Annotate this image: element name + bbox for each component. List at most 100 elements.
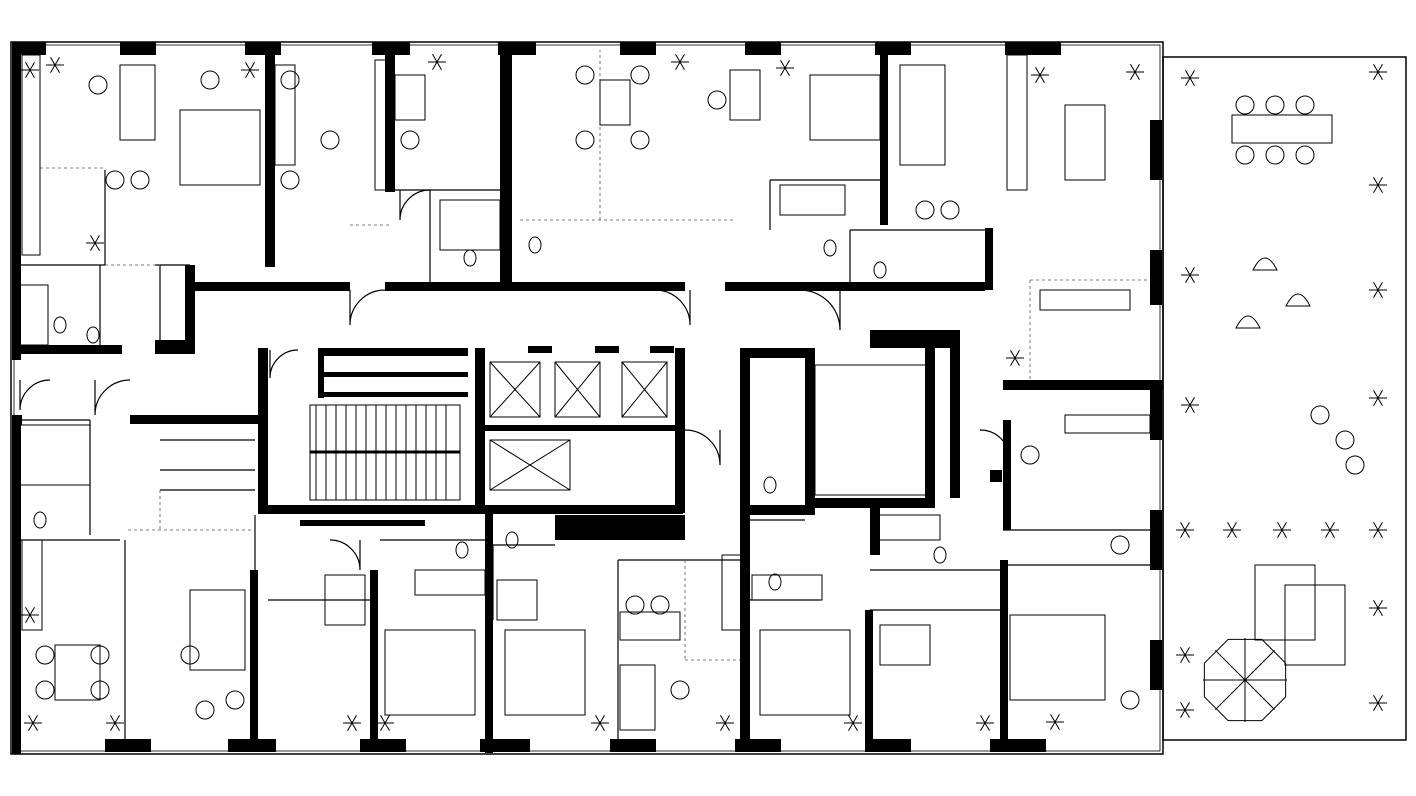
plant-icon (1130, 63, 1136, 73)
plant-icon (1377, 529, 1383, 539)
rock-icon (1285, 293, 1311, 307)
wall (1150, 640, 1162, 690)
wall (265, 42, 275, 267)
plant-icon (984, 714, 990, 724)
toilet-icon (33, 511, 47, 529)
bed-icon (324, 574, 366, 626)
wall (360, 739, 406, 752)
plant-icon (32, 722, 38, 732)
plant-icon (1185, 404, 1191, 414)
chair-icon (195, 700, 215, 720)
wall (318, 392, 468, 397)
plant-icon (1185, 77, 1191, 87)
plant-icon (1180, 529, 1186, 539)
chair-icon (650, 595, 670, 615)
elevator-cross (489, 361, 541, 418)
wall (740, 348, 750, 748)
plant-icon (1054, 721, 1060, 731)
door-swing (979, 429, 1011, 461)
plant-icon (1377, 599, 1383, 609)
plant-icon (32, 714, 38, 724)
sofa-icon (119, 64, 156, 141)
sofa-icon (189, 589, 246, 671)
wall (725, 282, 985, 291)
kitchen-counter-icon (721, 554, 743, 631)
plant-icon (1035, 66, 1041, 76)
plant-icon (114, 714, 120, 724)
toilet-icon (768, 573, 782, 591)
wall (805, 348, 815, 508)
plant-icon (436, 61, 442, 71)
wall (228, 739, 276, 752)
chair-icon (1020, 445, 1040, 465)
plant-icon (1184, 701, 1190, 711)
toilet-icon (53, 316, 67, 334)
dining-table-icon (394, 74, 426, 121)
plant-icon (436, 53, 442, 63)
wall (120, 42, 156, 55)
plant-icon (1189, 77, 1195, 87)
kitchen-counter-icon (1039, 289, 1131, 311)
wall (185, 265, 195, 350)
chair-icon (90, 645, 110, 665)
wall (1150, 380, 1162, 440)
wall (385, 42, 395, 192)
plant-icon (980, 714, 986, 724)
plant-icon (1277, 521, 1283, 531)
sofa-icon (619, 664, 656, 731)
shower-icon (19, 424, 91, 486)
plant-icon (380, 714, 386, 724)
plant-icon (90, 234, 96, 244)
plant-icon (1035, 74, 1041, 84)
chair-icon (280, 170, 300, 190)
plant-icon (114, 722, 120, 732)
plant-icon (1180, 521, 1186, 531)
plant-icon (784, 67, 790, 77)
plant-icon (1377, 71, 1383, 81)
chair-icon (1295, 145, 1315, 165)
wall (12, 418, 21, 754)
furniture (19, 54, 1365, 731)
wall (990, 739, 1046, 752)
wall (985, 228, 993, 290)
plant-icon (1329, 529, 1335, 539)
plant-icon (1373, 289, 1379, 299)
chair-icon (180, 645, 200, 665)
wall (875, 42, 911, 55)
wall (1150, 120, 1162, 180)
chair-icon (575, 65, 595, 85)
parasol-rib (1244, 649, 1276, 681)
elevator-icon (489, 361, 541, 418)
chair-icon (1235, 145, 1255, 165)
door-swing (399, 189, 431, 221)
plant-icon (25, 614, 31, 624)
chair-icon (400, 130, 420, 150)
wall (485, 505, 493, 753)
wall (865, 739, 911, 752)
plant-icon (780, 67, 786, 77)
plant-icon (54, 56, 60, 66)
wall (745, 505, 815, 515)
sunlounger-icon (1284, 584, 1346, 666)
plant-icon (1185, 266, 1191, 276)
bathtub-icon (414, 569, 486, 596)
kitchen-counter-icon (21, 54, 41, 256)
plant-icon (1377, 607, 1383, 617)
wall (1000, 560, 1008, 750)
toilet-icon (763, 476, 777, 494)
door-swing (799, 289, 841, 331)
chair-icon (1310, 405, 1330, 425)
door-swing (19, 379, 51, 411)
plant-icon (1377, 63, 1383, 73)
rock-icon (1252, 257, 1278, 271)
plant-icon (595, 714, 601, 724)
bed-icon (809, 74, 881, 141)
elevator-icon (489, 439, 571, 491)
plant-icon (54, 64, 60, 74)
fixture-icons (19, 53, 1387, 732)
plant-icon (1277, 529, 1283, 539)
plant-icon (1325, 521, 1331, 531)
plant-icon (347, 722, 353, 732)
chair-icon (35, 645, 55, 665)
plant-icon (29, 69, 35, 79)
